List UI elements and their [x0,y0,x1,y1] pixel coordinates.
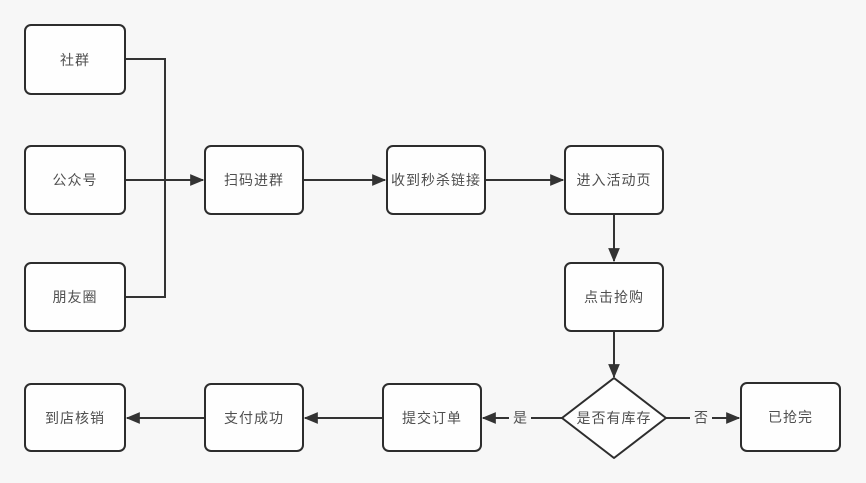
edge-label-no: 否 [690,409,712,427]
node-enter-activity-page: 进入活动页 [564,145,664,215]
node-sold-out: 已抢完 [740,382,841,452]
node-receive-seckill-link: 收到秒杀链接 [386,145,486,215]
node-payment-success: 支付成功 [204,383,304,452]
node-official-account: 公众号 [24,145,126,215]
node-click-buy: 点击抢购 [564,262,664,332]
node-submit-order: 提交订单 [382,383,482,452]
node-community: 社群 [24,24,126,95]
node-stock-decision: 是否有库存 [576,410,652,426]
node-store-redeem: 到店核销 [24,383,126,452]
node-scan-join-group: 扫码进群 [204,145,304,215]
edge-label-yes: 是 [509,409,531,427]
decision-diamond-shape [561,377,667,459]
node-moments: 朋友圈 [24,262,126,332]
